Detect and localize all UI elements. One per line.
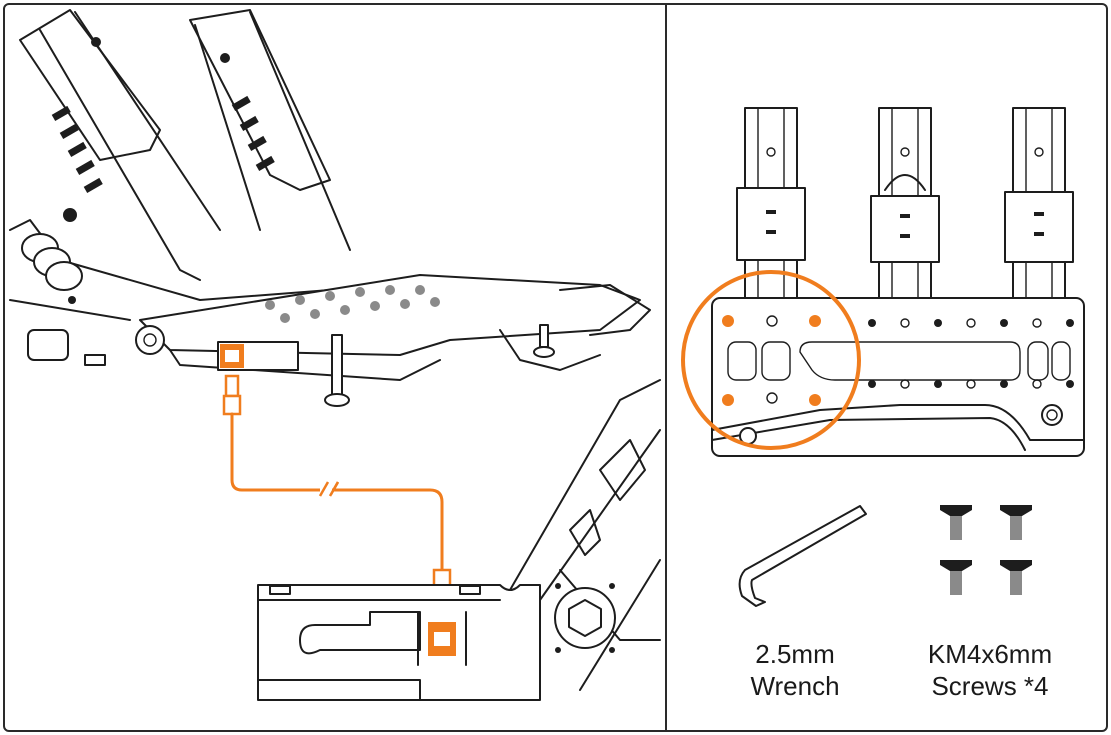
cockpit-frame-illustration [257, 379, 661, 701]
pedal-assembly-illustration [9, 9, 651, 407]
screw-icon [940, 505, 1032, 595]
screws-size: KM4x6mm [927, 639, 1053, 669]
screws-label: KM4x6mm Screws *4 [905, 638, 1075, 702]
screws-name: Screws *4 [931, 671, 1049, 701]
connection-cable [222, 374, 452, 610]
wrench-label: 2.5mm Wrench [730, 638, 860, 702]
wrench-size: 2.5mm [755, 639, 835, 669]
connection-panel [3, 3, 667, 732]
pedal-base-top-view [681, 107, 1085, 457]
mounting-panel [665, 3, 1108, 732]
hex-key-icon [738, 505, 867, 607]
wrench-name: Wrench [750, 671, 840, 701]
